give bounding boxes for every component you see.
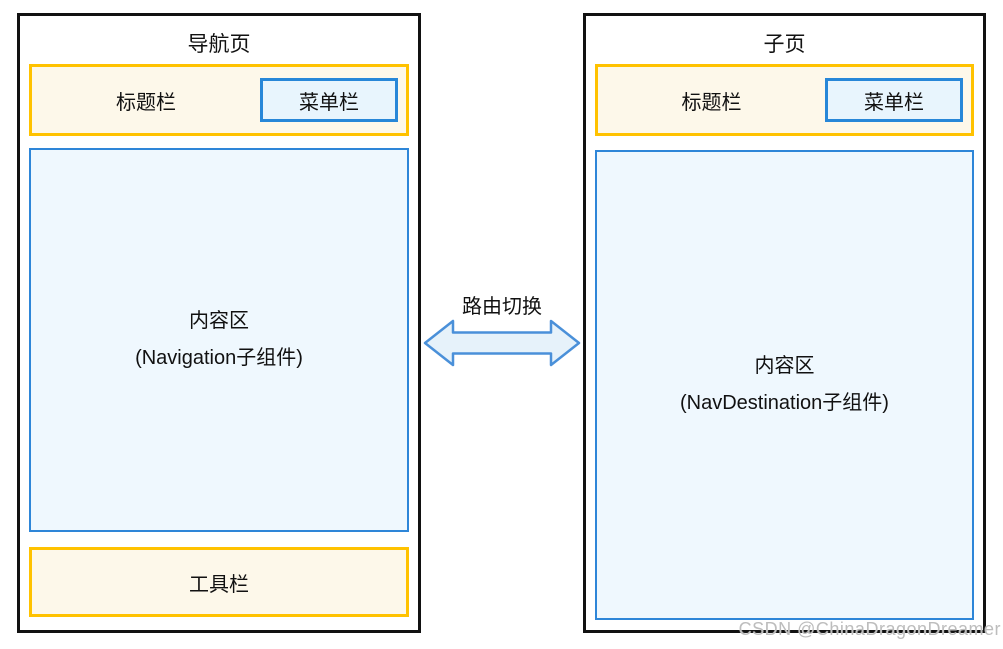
content-area-label-line2: (NavDestination子组件) [680,392,889,414]
route-switch-label: 路由切换 [462,296,542,318]
title-bar-label: 标题栏 [116,91,176,114]
content-area-label-line1: 内容区 [754,355,815,377]
content-area-label-line1: 内容区 [189,310,249,332]
navigation-page-panel: 导航页 标题栏 菜单栏 内容区 (Navigation子组件) 工具栏 [17,13,421,633]
sub-page-title-bar: 标题栏 菜单栏 [595,64,974,136]
navigation-page-title: 导航页 [187,33,251,56]
navigation-title-bar: 标题栏 菜单栏 [29,64,409,136]
title-bar-label: 标题栏 [681,91,742,114]
double-arrow-icon [423,319,581,367]
sub-page-content-area: 内容区 (NavDestination子组件) [595,150,974,620]
sub-page-panel: 子页 标题栏 菜单栏 内容区 (NavDestination子组件) [583,13,986,633]
navigation-content-area: 内容区 (Navigation子组件) [29,148,409,532]
navigation-toolbar: 工具栏 [29,547,409,617]
menu-bar-box: 菜单栏 [260,78,398,122]
sub-page-title: 子页 [763,33,806,56]
watermark-text: CSDN @ChinaDragonDreamer [738,619,1001,639]
content-area-label-line2: (Navigation子组件) [135,347,303,369]
toolbar-label: 工具栏 [189,573,249,596]
menu-bar-box: 菜单栏 [825,78,963,122]
